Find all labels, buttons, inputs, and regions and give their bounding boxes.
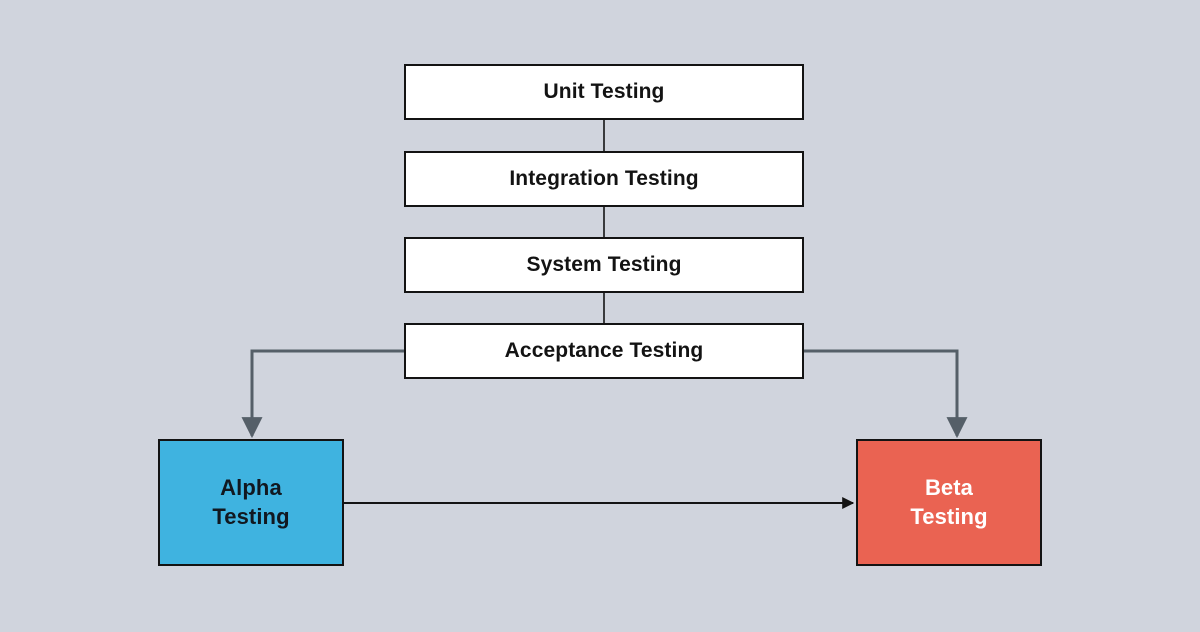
node-unit-testing[interactable]: Unit Testing (404, 64, 804, 120)
node-alpha-testing-label-line1: Alpha (220, 475, 282, 501)
node-system-testing-label: System Testing (526, 252, 682, 276)
node-acceptance-testing-label: Acceptance Testing (504, 338, 704, 362)
node-beta-testing-label: Beta Testing (910, 474, 987, 530)
node-acceptance-testing[interactable]: Acceptance Testing (404, 323, 804, 379)
node-unit-testing-label: Unit Testing (543, 79, 665, 103)
node-system-testing[interactable]: System Testing (404, 237, 804, 293)
edge-acceptance-to-beta (804, 349, 968, 439)
edge-acceptance-to-alpha (241, 349, 404, 439)
node-integration-testing-label: Integration Testing (509, 166, 699, 190)
node-beta-testing-label-line1: Beta (924, 475, 974, 501)
node-alpha-testing-label: Alpha Testing (212, 474, 289, 530)
node-beta-testing-label-line2: Testing (910, 503, 988, 529)
node-alpha-testing-label-line2: Testing (212, 503, 290, 529)
node-alpha-testing[interactable]: Alpha Testing (158, 439, 344, 566)
node-beta-testing[interactable]: Beta Testing (856, 439, 1042, 566)
node-integration-testing[interactable]: Integration Testing (404, 151, 804, 207)
